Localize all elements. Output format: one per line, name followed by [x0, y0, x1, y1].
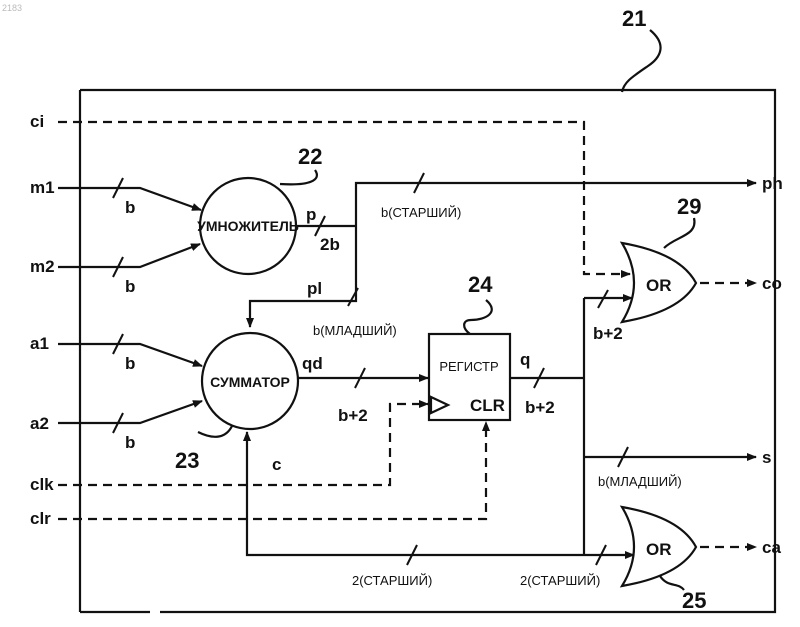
- wire-clk: [58, 404, 428, 485]
- input-m1-label: m1: [30, 178, 55, 197]
- leader-or-bottom: [660, 576, 684, 590]
- output-ca-label: ca: [762, 538, 781, 557]
- width-a2: b: [125, 433, 135, 452]
- or-bottom-label: OR: [646, 540, 672, 559]
- wire-pl: [250, 226, 356, 327]
- width-pl: b(МЛАДШИЙ): [313, 323, 397, 338]
- ref-or-bottom: 25: [682, 588, 706, 613]
- leader-register: [464, 300, 492, 334]
- signal-pl-label: pl: [307, 279, 322, 298]
- corner-code: 2183: [2, 3, 22, 13]
- register-clr-label: CLR: [470, 396, 505, 415]
- module-frame: [80, 90, 775, 612]
- width-q: b+2: [525, 398, 555, 417]
- width-qd: b+2: [338, 406, 368, 425]
- input-a2-label: a2: [30, 414, 49, 433]
- clock-triangle: [431, 397, 448, 413]
- input-clk-label: clk: [30, 475, 54, 494]
- width-m2: b: [125, 277, 135, 296]
- ref-multiplier: 22: [298, 144, 322, 169]
- output-co-label: co: [762, 274, 782, 293]
- leader-multiplier: [280, 170, 317, 184]
- width-or-top-in: b+2: [593, 324, 623, 343]
- or-top-label: OR: [646, 276, 672, 295]
- signal-qd-label: qd: [302, 354, 323, 373]
- leader-or-top: [664, 218, 694, 248]
- multiplier-label: УМНОЖИТЕЛЬ: [197, 218, 299, 234]
- ref-module: 21: [622, 6, 646, 31]
- register-label: РЕГИСТР: [439, 359, 498, 374]
- width-a1: b: [125, 354, 135, 373]
- ref-adder: 23: [175, 448, 199, 473]
- output-ph-label: ph: [762, 174, 783, 193]
- ref-or-top: 29: [677, 194, 701, 219]
- width-or-bottom-in: 2(СТАРШИЙ): [520, 573, 600, 588]
- input-a1-label: a1: [30, 334, 49, 353]
- leader-adder: [198, 426, 232, 437]
- wire-ci: [58, 122, 630, 274]
- adder-label: СУММАТОР: [210, 374, 290, 390]
- input-m2-label: m2: [30, 257, 55, 276]
- width-ph: b(СТАРШИЙ): [381, 205, 461, 220]
- input-clr-label: clr: [30, 509, 51, 528]
- ref-register: 24: [468, 272, 493, 297]
- width-feedback: 2(СТАРШИЙ): [352, 573, 432, 588]
- signal-q-label: q: [520, 350, 530, 369]
- signal-c-label: c: [272, 455, 281, 474]
- output-s-label: s: [762, 448, 771, 467]
- signal-p-label: p: [306, 205, 316, 224]
- leader-module: [622, 30, 661, 92]
- wire-feedback: [247, 432, 584, 555]
- input-ci-label: ci: [30, 112, 44, 131]
- width-p: 2b: [320, 235, 340, 254]
- width-s: b(МЛАДШИЙ): [598, 474, 682, 489]
- width-m1: b: [125, 198, 135, 217]
